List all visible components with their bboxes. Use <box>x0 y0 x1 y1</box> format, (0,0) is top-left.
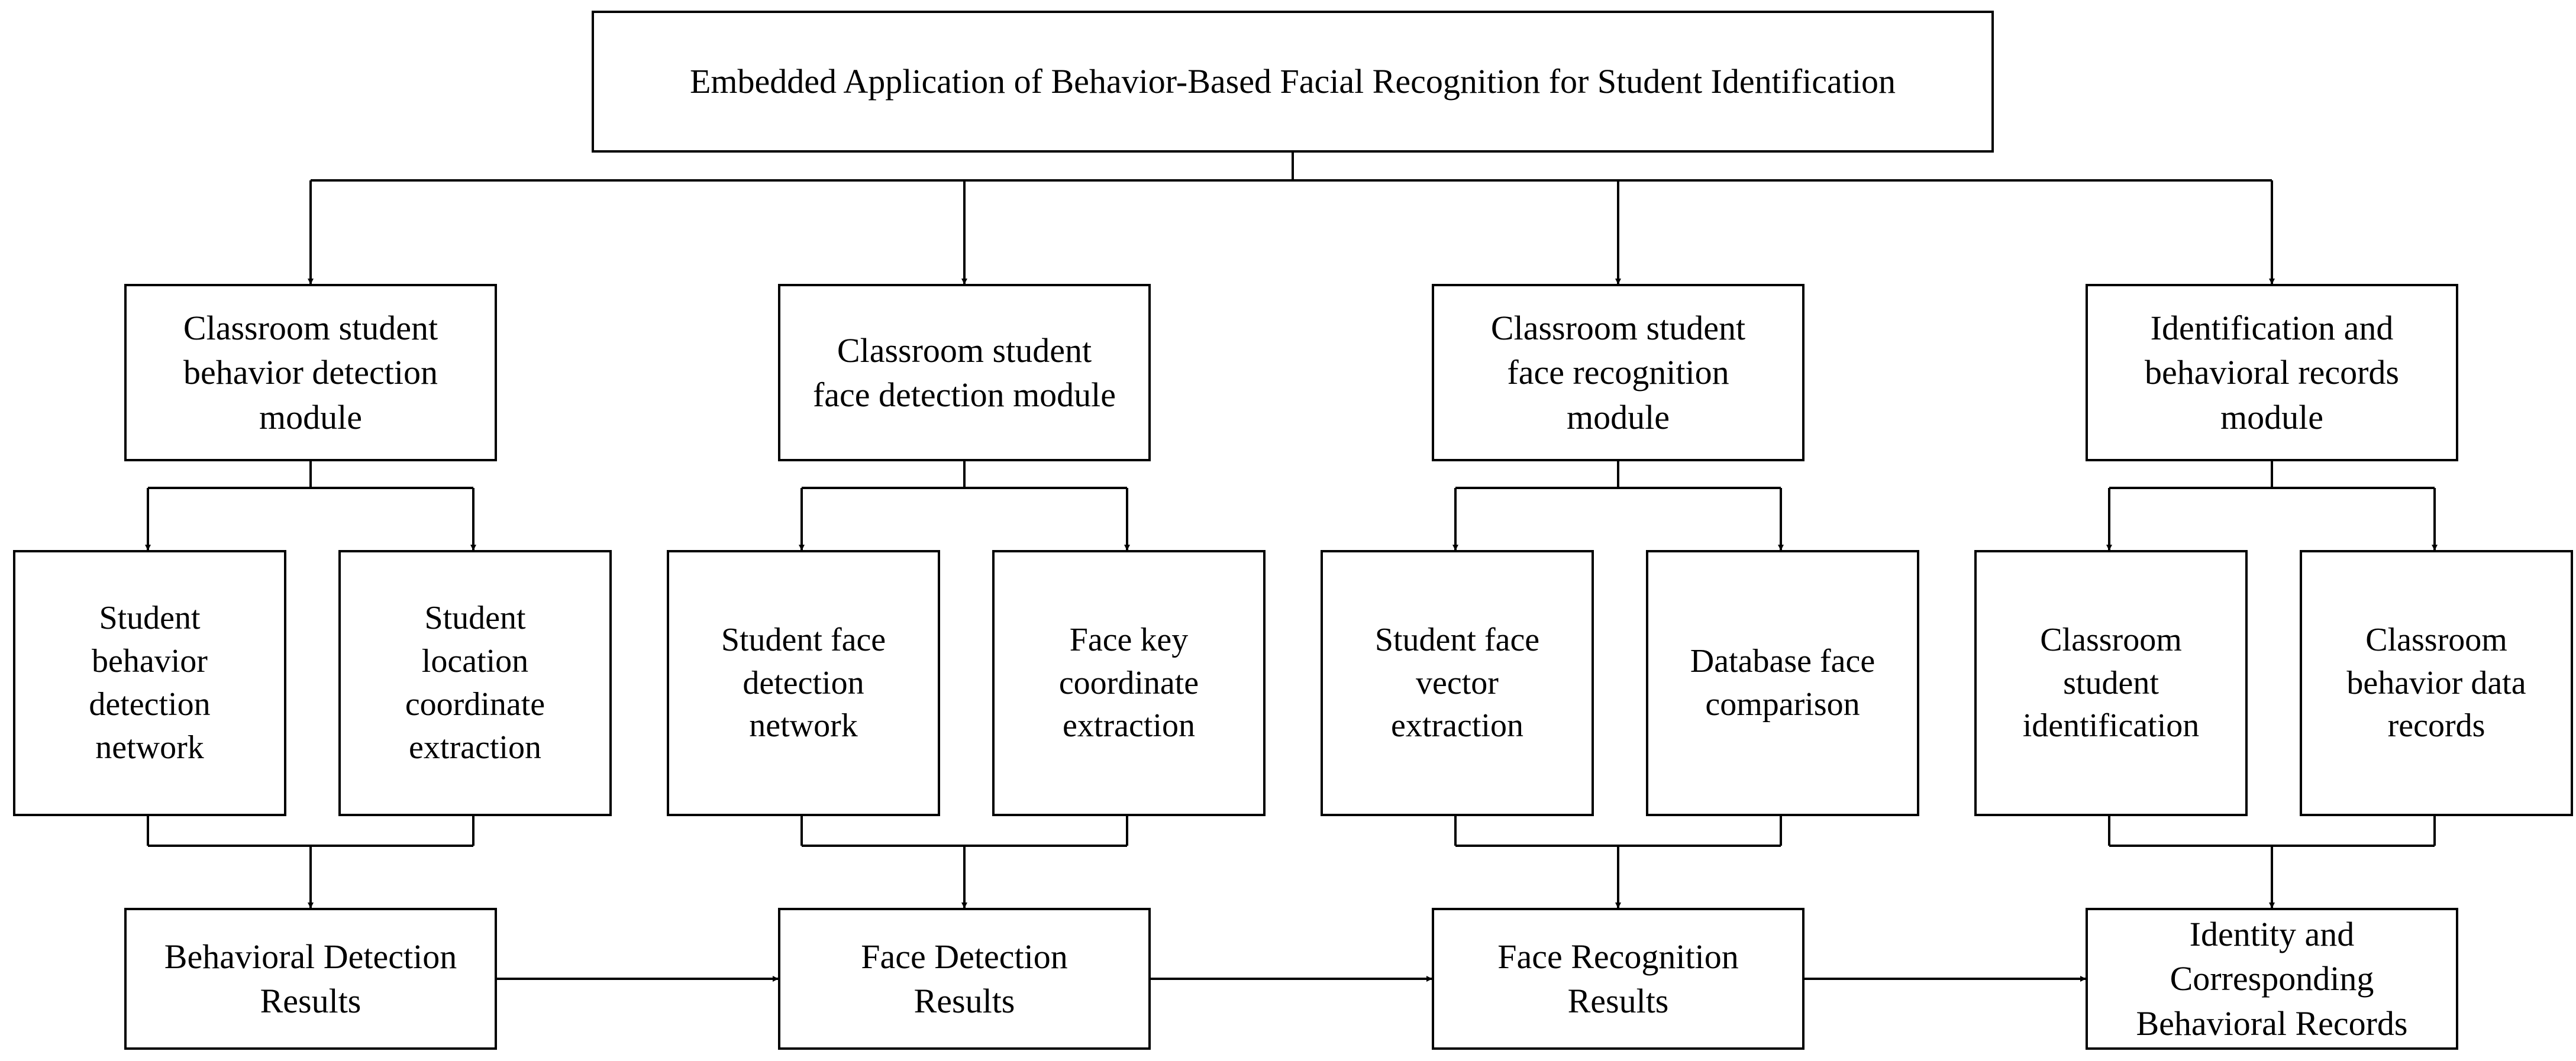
sub-label: Student face detection network <box>721 621 886 745</box>
sub-label: Student behavior detection network <box>89 600 211 766</box>
result-label: Identity and Corresponding Behavioral Re… <box>2136 914 2408 1043</box>
result-box-identity-records: Identity and Corresponding Behavioral Re… <box>2086 908 2458 1050</box>
sub-box-face-vector-extraction: Student face vector extraction <box>1321 550 1594 816</box>
title-box: Embedded Application of Behavior-Based F… <box>592 11 1994 153</box>
sub-box-student-identification: Classroom student identification <box>1974 550 2248 816</box>
sub-label: Student location coordinate extraction <box>405 600 545 766</box>
module-box-face-detection: Classroom student face detection module <box>778 284 1151 461</box>
sub-label: Classroom student identification <box>2022 621 2200 745</box>
module-label: Classroom student face detection module <box>812 331 1116 414</box>
module-label: Classroom student face recognition modul… <box>1490 308 1746 436</box>
title-text: Embedded Application of Behavior-Based F… <box>690 62 1896 101</box>
module-label: Classroom student behavior detection mod… <box>183 308 438 436</box>
module-label: Identification and behavioral records mo… <box>2145 308 2399 436</box>
result-box-behavioral-detection: Behavioral Detection Results <box>124 908 497 1050</box>
result-label: Behavioral Detection Results <box>164 937 457 1020</box>
module-box-behavior-detection: Classroom student behavior detection mod… <box>124 284 497 461</box>
result-box-face-recognition: Face Recognition Results <box>1432 908 1805 1050</box>
module-box-identification-records: Identification and behavioral records mo… <box>2086 284 2458 461</box>
sub-box-face-key-coordinate: Face key coordinate extraction <box>992 550 1266 816</box>
sub-box-database-comparison: Database face comparison <box>1646 550 1919 816</box>
sub-box-location-extraction: Student location coordinate extraction <box>338 550 612 816</box>
result-box-face-detection: Face Detection Results <box>778 908 1151 1050</box>
sub-box-behavior-network: Student behavior detection network <box>13 550 286 816</box>
module-box-face-recognition: Classroom student face recognition modul… <box>1432 284 1805 461</box>
sub-label: Student face vector extraction <box>1374 621 1540 745</box>
sub-label: Face key coordinate extraction <box>1058 621 1199 745</box>
sub-label: Database face comparison <box>1690 643 1875 723</box>
sub-box-face-detection-network: Student face detection network <box>667 550 940 816</box>
sub-label: Classroom behavior data records <box>2346 621 2526 745</box>
result-label: Face Detection Results <box>861 937 1068 1020</box>
sub-box-behavior-data-records: Classroom behavior data records <box>2300 550 2573 816</box>
result-label: Face Recognition Results <box>1497 937 1739 1020</box>
